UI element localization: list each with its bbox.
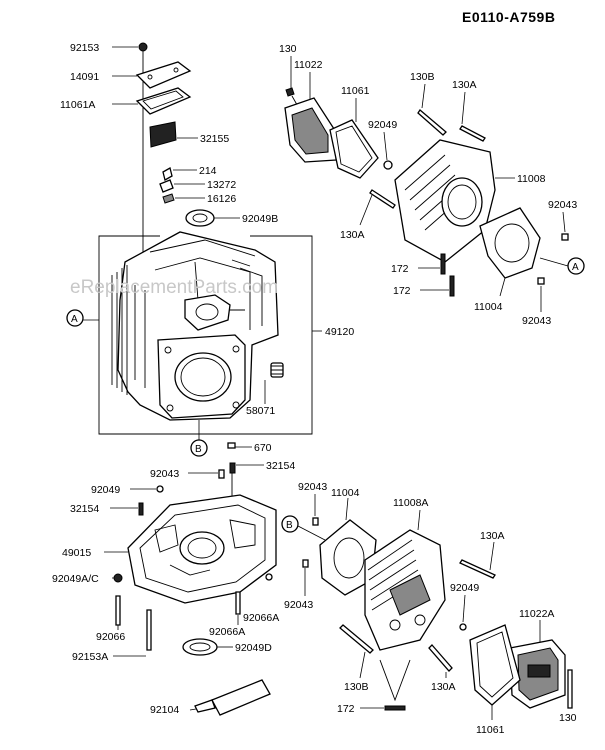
label-11022a: 11022A (519, 608, 554, 620)
bolt-130a-top (459, 125, 486, 142)
stud-32154-left (138, 502, 144, 516)
label-92043-mid: 92043 (150, 468, 179, 480)
label-11008a: 11008A (393, 497, 428, 509)
bolt-130b-bot (339, 624, 374, 654)
label-92049ac: 92049A/C (52, 573, 99, 585)
label-130-bot: 130 (559, 712, 577, 724)
label-92104: 92104 (150, 704, 179, 716)
oil-seal-92049b (185, 209, 215, 227)
dowel-670 (227, 442, 236, 449)
bolt-92066a-1 (235, 591, 241, 615)
label-13272: 13272 (207, 179, 236, 191)
label-92043-tr: 92043 (548, 199, 577, 211)
label-172-bot: 172 (337, 703, 355, 715)
bolt-130-bot (567, 669, 573, 709)
dowel-92043-b (312, 517, 319, 526)
oil-seal-92049d (182, 638, 218, 656)
stud-172-b (449, 275, 455, 297)
label-92049-br: 92049 (450, 582, 479, 594)
label-214: 214 (199, 165, 217, 177)
bolt-92153 (138, 42, 148, 52)
label-130a-mid: 130A (340, 229, 365, 241)
svg-text:B: B (286, 520, 293, 531)
label-92153a: 92153A (72, 651, 108, 663)
bolt-92066a-2 (265, 573, 273, 581)
seal-92049-top (383, 160, 393, 170)
bolt-130a-bot (428, 644, 453, 672)
head-gasket-11004-top (479, 207, 541, 279)
gasket-11061-top (329, 119, 379, 179)
label-130b-bot: 130B (344, 681, 369, 693)
label-130a-bot: 130A (431, 681, 456, 693)
screw-214 (162, 167, 173, 181)
breather-32155 (149, 121, 177, 148)
seal-92049-br (459, 623, 467, 631)
bolt-130b-top (417, 109, 447, 136)
label-92049d: 92049D (235, 642, 272, 654)
stud-32154-mid (229, 462, 236, 474)
label-14091: 14091 (70, 71, 99, 83)
label-58071: 58071 (246, 405, 275, 417)
label-130b-top: 130B (410, 71, 435, 83)
svg-text:A: A (572, 262, 579, 273)
label-92043-b: 92043 (298, 481, 327, 493)
label-11022: 11022 (294, 59, 323, 71)
label-92043-r: 92043 (522, 315, 551, 327)
label-49015: 49015 (62, 547, 91, 559)
label-92066a-2: 92066A (209, 626, 245, 638)
bolt-92066 (115, 595, 121, 626)
bolt-92153a (146, 609, 152, 651)
label-670: 670 (254, 442, 272, 454)
label-92043-bl: 92043 (284, 599, 313, 611)
callout-a-left (66, 309, 84, 327)
label-32155: 32155 (200, 133, 229, 145)
gasket-11061-bot (469, 624, 521, 706)
label-92049b: 92049B (242, 213, 278, 225)
label-11008: 11008 (517, 173, 546, 185)
stud-172-bot (384, 705, 406, 711)
label-11004-bot: 11004 (331, 487, 360, 499)
label-49120: 49120 (325, 326, 354, 338)
label-92049-top: 92049 (368, 119, 397, 131)
label-172-b: 172 (393, 285, 411, 297)
crankcase-bracket-frame (98, 235, 313, 435)
gasket-11061a (135, 87, 192, 115)
label-92049-left: 92049 (91, 484, 120, 496)
gasket-16126 (162, 193, 175, 204)
seal-92049-left (156, 485, 164, 493)
bolt-130a-br (459, 559, 496, 579)
label-11004-top: 11004 (474, 301, 503, 313)
stud-172-a (440, 253, 446, 275)
dowel-92043-bl (302, 559, 309, 568)
bolt-130-top (285, 87, 295, 97)
plate-14091 (135, 61, 192, 89)
label-11061-top: 11061 (341, 85, 370, 97)
dowel-92043-mid (218, 469, 225, 479)
dowel-92043-tr (561, 233, 569, 241)
label-172-a: 172 (391, 263, 409, 275)
label-32154-mid: 32154 (266, 460, 295, 472)
label-11061a: 11061A (60, 99, 95, 111)
label-92153: 92153 (70, 42, 99, 54)
label-130a-br: 130A (480, 530, 505, 542)
diagram-title: E0110-A759B (462, 9, 555, 25)
label-32154-left: 32154 (70, 503, 99, 515)
seal-92049ac (113, 573, 123, 583)
sealant-tube-92104 (211, 679, 271, 716)
bolt-130a-mid (369, 189, 396, 209)
label-11061-bot: 11061 (476, 724, 505, 736)
label-16126: 16126 (207, 193, 236, 205)
plate-13272 (159, 179, 174, 193)
svg-text:A: A (71, 314, 78, 325)
watermark: eReplacementParts.com (70, 277, 278, 298)
label-130-top: 130 (279, 43, 297, 55)
label-92066a-1: 92066A (243, 612, 279, 624)
dowel-92043-r (537, 277, 545, 285)
callout-b-right (281, 515, 299, 533)
svg-text:B: B (195, 444, 202, 455)
label-92066: 92066 (96, 631, 125, 643)
label-130a-top: 130A (452, 79, 477, 91)
